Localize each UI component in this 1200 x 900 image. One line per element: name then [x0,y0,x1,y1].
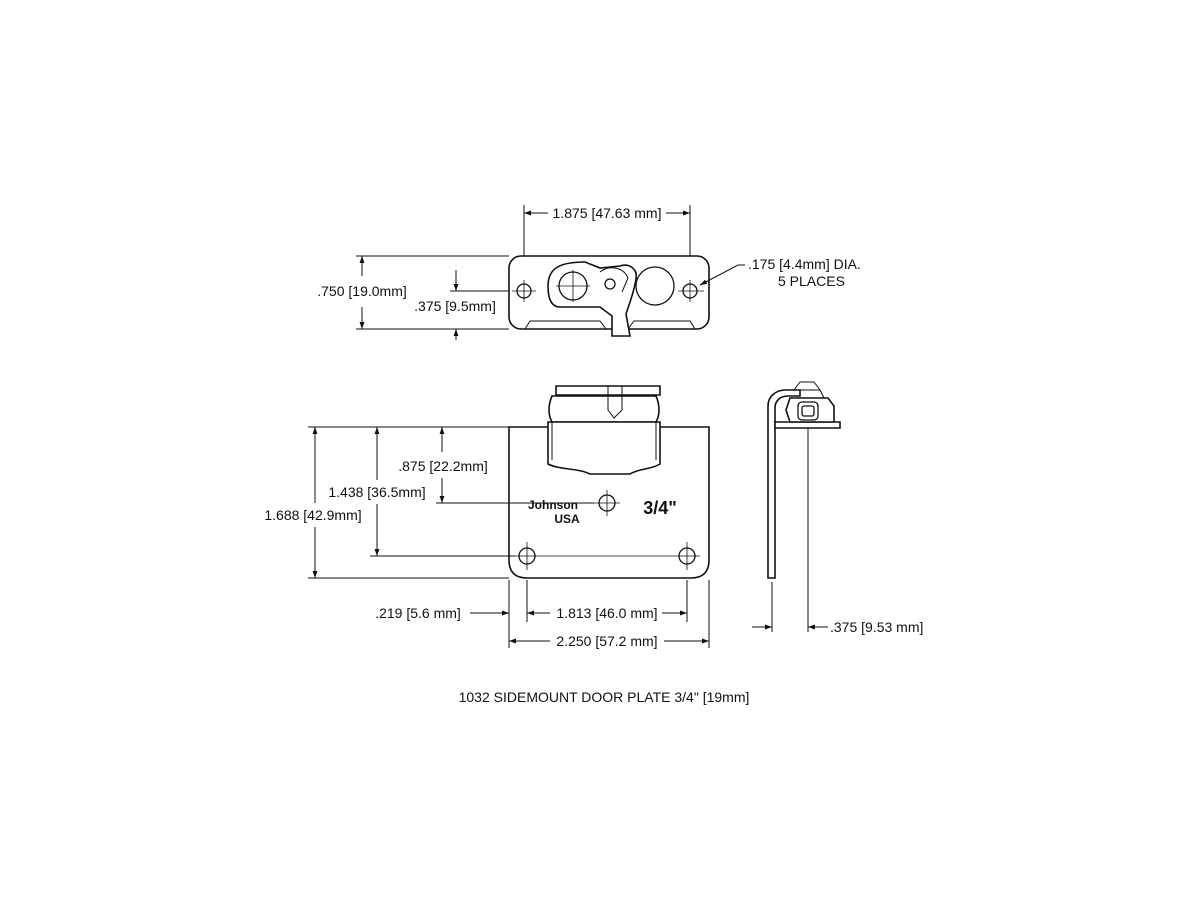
dim-depth: .375 [9.53 mm] [830,619,923,635]
hole-note-line1: .175 [4.4mm] DIA. [748,256,861,272]
stamp-brand: Johnson [528,498,578,512]
dim-edge: .219 [5.6 mm] [375,605,461,621]
dim-hole-spacing: 1.813 [46.0 mm] [556,605,657,621]
hole-note-line2: 5 PLACES [778,273,845,289]
latch-pivot [604,278,616,290]
dim-middle: 1.438 [36.5mm] [328,484,425,500]
side-view: .375 [9.53 mm] [752,381,923,635]
latch-claw [599,267,629,293]
top-view-flange [524,320,696,330]
dim-upper: .875 [22.2mm] [398,458,488,474]
top-width-dim: 1.875 [47.63 mm] [553,205,662,221]
latch-tab [607,386,623,419]
side-flange [774,421,841,429]
front-view: Johnson USA 3/4" .875 [22.2mm] 1.438 [36… [264,385,710,649]
top-view: 1.875 [47.63 mm] .750 [19.0mm] .375 [9.5… [317,205,861,340]
stamp-size: 3/4" [643,498,677,518]
latch-cam [635,266,675,306]
drawing-title: 1032 SIDEMOUNT DOOR PLATE 3/4" [19mm] [459,689,750,705]
stamp-country: USA [554,512,580,526]
top-center-dim: .375 [9.5mm] [414,298,496,314]
dim-overall: 1.688 [42.9mm] [264,507,361,523]
side-plate [767,389,801,579]
dim-width: 2.250 [57.2 mm] [556,633,657,649]
latch-housing-top [548,395,660,423]
top-height-dim: .750 [19.0mm] [317,283,407,299]
latch-housing [547,421,661,475]
